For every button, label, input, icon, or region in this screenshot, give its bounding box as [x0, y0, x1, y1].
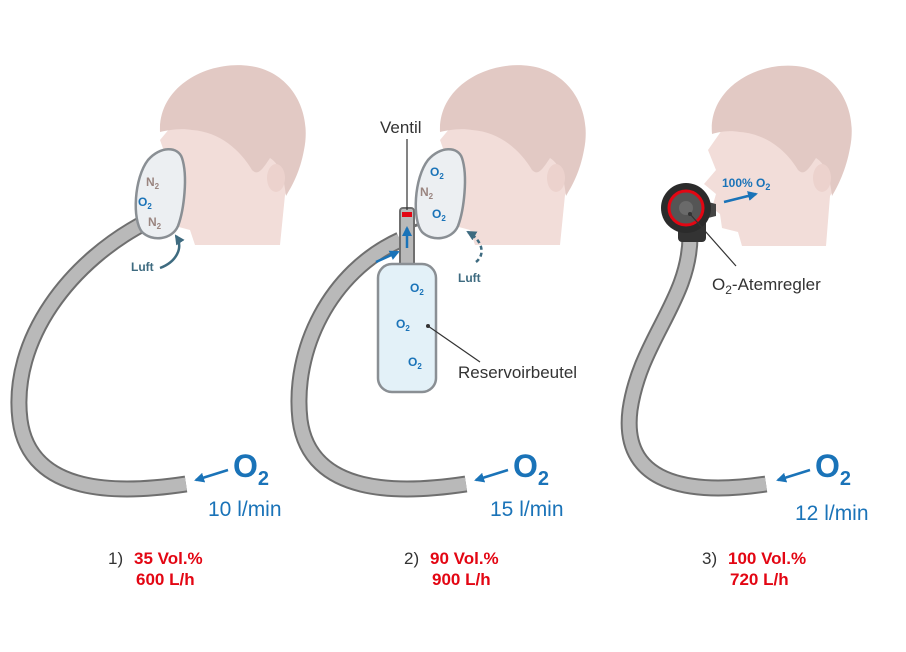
caption-3-concentration: 100 Vol.%	[728, 549, 807, 568]
bag-label: Reservoirbeutel	[458, 363, 577, 382]
bag-pointer	[427, 325, 481, 363]
mask-2	[414, 148, 467, 240]
caption-1-index: 1)	[108, 549, 124, 568]
caption-2-index: 2)	[404, 549, 420, 568]
demand-regulator	[661, 183, 716, 242]
head-3	[704, 65, 852, 246]
bag-gas-o2: O2	[410, 281, 424, 297]
mask-2-gas-n2: N2	[420, 185, 434, 201]
panel-3-demand-regulator: 100% O2 O2-Atemregler O2 12 l/min	[620, 65, 869, 525]
air-arrow-1	[159, 234, 185, 270]
mask-2-gas-o2: O2	[430, 165, 444, 181]
tube-1	[10, 212, 188, 498]
valve-label: Ventil	[380, 118, 422, 137]
supply-gas-1: O2	[233, 448, 269, 490]
air-label-1: Luft	[131, 260, 154, 274]
bag-gas-o2: O2	[396, 317, 410, 333]
mask-1-gas-n2: N2	[146, 175, 160, 191]
supply-arrow-3	[776, 468, 811, 483]
supply-gas-3: O2	[815, 448, 851, 490]
supply-arrow-2	[474, 468, 509, 483]
supply-rate-3: 12 l/min	[795, 502, 869, 525]
caption-2-flow: 900 L/h	[432, 570, 491, 589]
supply-rate-1: 10 l/min	[208, 498, 282, 521]
mask-2-gas-o2: O2	[432, 207, 446, 223]
caption-3-index: 3)	[702, 549, 718, 568]
head-1	[159, 65, 306, 245]
caption-1: 1) 35 Vol.% 600 L/h	[108, 548, 203, 590]
regulator-pointer	[689, 213, 737, 267]
caption-1-concentration: 35 Vol.%	[134, 549, 203, 568]
regulator-label: O2-Atemregler	[712, 275, 821, 297]
caption-3-flow: 720 L/h	[730, 570, 789, 589]
supply-rate-2: 15 l/min	[490, 498, 564, 521]
caption-2: 2) 90 Vol.% 900 L/h	[404, 548, 499, 590]
inhale-label: 100% O2	[722, 176, 770, 192]
reservoir-bag	[376, 262, 438, 394]
air-label-2: Luft	[458, 271, 481, 285]
mask-1-gas-n2: N2	[148, 215, 162, 231]
caption-1-flow: 600 L/h	[136, 570, 195, 589]
caption-3: 3) 100 Vol.% 720 L/h	[702, 548, 806, 590]
valve	[402, 212, 412, 217]
mask-1-gas-o2: O2	[138, 195, 152, 211]
supply-gas-2: O2	[513, 448, 549, 490]
air-arrow-2	[466, 230, 483, 263]
head-2	[439, 65, 586, 245]
mask-1	[134, 148, 187, 240]
caption-2-concentration: 90 Vol.%	[430, 549, 499, 568]
supply-arrow-1	[194, 468, 229, 483]
inhale-arrow	[723, 191, 758, 204]
flow-arrow-into-bag	[375, 250, 400, 264]
bag-gas-o2: O2	[408, 355, 422, 371]
